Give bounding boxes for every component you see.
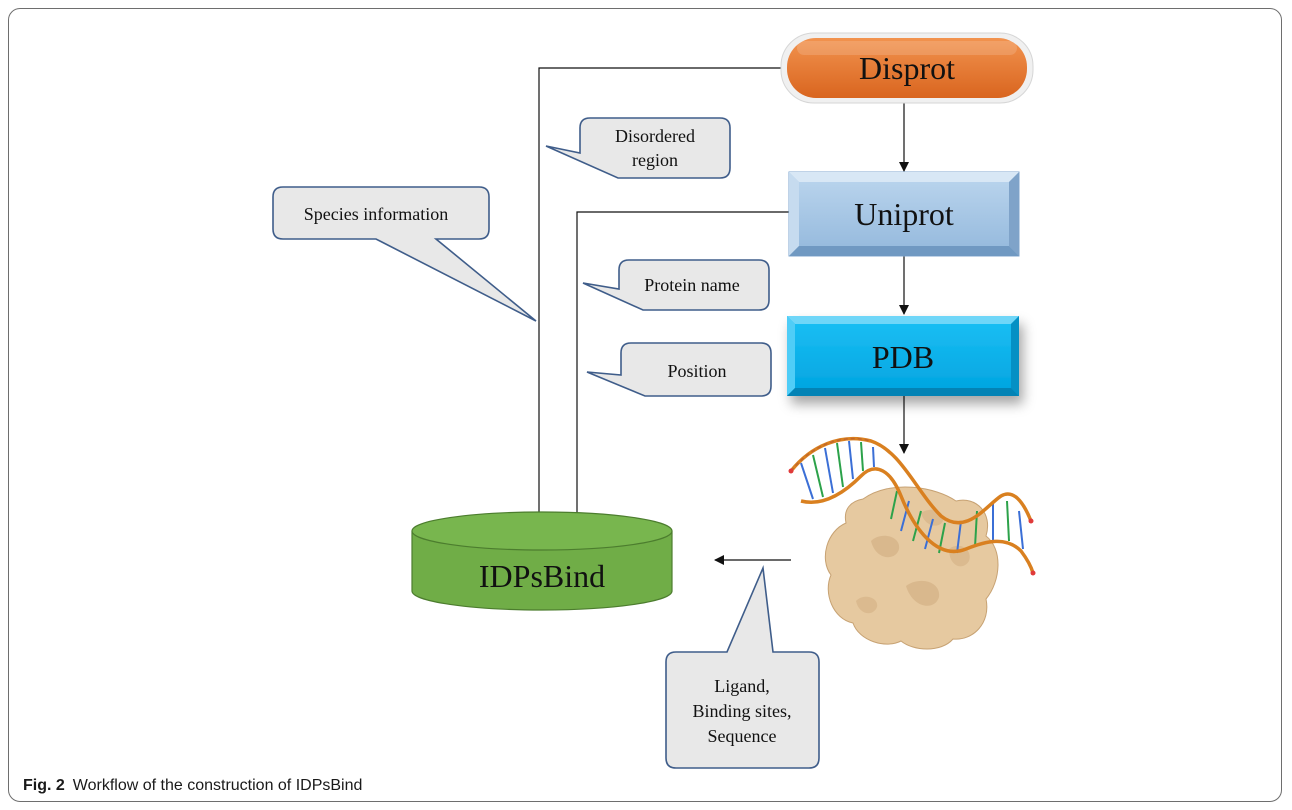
callout-disordered-region: Disordered region: [545, 117, 731, 179]
idpsbind-label: IDPsBind: [479, 558, 605, 594]
connectors: [534, 67, 909, 565]
caption-label: Fig. 2: [23, 777, 65, 794]
callout-species-information: Species information: [272, 186, 537, 322]
callout-ligand-line2: Binding sites,: [692, 701, 791, 721]
pdb-label: PDB: [872, 339, 934, 375]
disprot-label: Disprot: [859, 50, 955, 86]
callout-ligand-binding-sequence: Ligand, Binding sites, Sequence: [665, 564, 820, 769]
callout-disordered-line1: Disordered: [615, 126, 695, 146]
workflow-diagram: Disprot Uniprot PDB IDPsBind Disordered …: [272, 32, 1036, 769]
uniprot-label: Uniprot: [854, 196, 954, 232]
figure-caption: Fig. 2 Workflow of the construction of ID…: [23, 777, 362, 795]
callout-ligand-line3: Sequence: [708, 726, 777, 746]
caption-text: Workflow of the construction of IDPsBind: [72, 777, 363, 794]
protein-dna-structure-image: [788, 436, 1036, 650]
uniprot-node: Uniprot: [788, 171, 1020, 257]
idpsbind-database: IDPsBind: [411, 511, 673, 611]
pdb-node: PDB: [787, 316, 1019, 396]
callout-position-text: Position: [667, 361, 726, 381]
disprot-to-idpsbind-arrow: [534, 67, 787, 529]
callout-position: Position: [586, 342, 772, 397]
callout-ligand-line1: Ligand,: [714, 676, 770, 696]
figure-frame: Disprot Uniprot PDB IDPsBind Disordered …: [8, 8, 1282, 802]
uniprot-to-idpsbind-arrow: [572, 211, 789, 529]
callout-protein-name: Protein name: [582, 259, 770, 311]
callout-protein-text: Protein name: [644, 275, 739, 295]
disprot-node: Disprot: [780, 32, 1034, 104]
callout-disordered-line2: region: [632, 150, 678, 170]
callout-species-text: Species information: [304, 204, 448, 224]
